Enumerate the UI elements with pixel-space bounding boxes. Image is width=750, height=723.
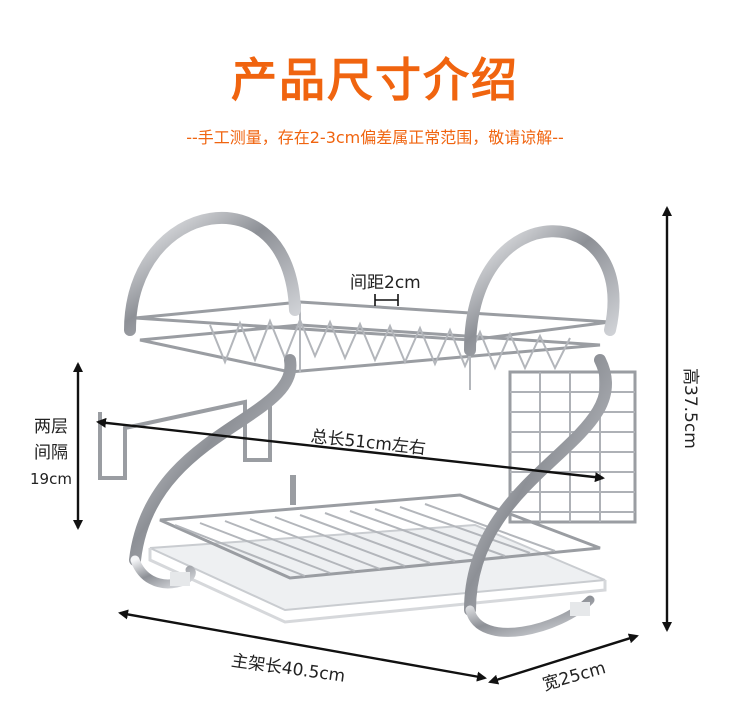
upper-basket	[134, 300, 611, 390]
page-title: 产品尺寸介绍	[231, 53, 519, 107]
height-label: 高37.5cm	[680, 368, 700, 449]
total-length-arrow	[96, 417, 605, 483]
gap-label: 间距2cm	[350, 273, 421, 293]
layer-gap-line1: 两层	[34, 417, 68, 437]
layer-gap-line3: 19cm	[30, 470, 72, 488]
width-arrow	[488, 633, 639, 685]
lower-basket	[159, 493, 601, 580]
layer-gap-line2: 间隔	[34, 443, 68, 463]
layer-gap-label: 两层 间隔 19cm	[26, 414, 76, 492]
page-subtitle: --手工测量，存在2-3cm偏差属正常范围，敬请谅解--	[186, 128, 564, 147]
dimension-arrows	[73, 206, 672, 685]
main-length-arrow	[118, 609, 487, 682]
